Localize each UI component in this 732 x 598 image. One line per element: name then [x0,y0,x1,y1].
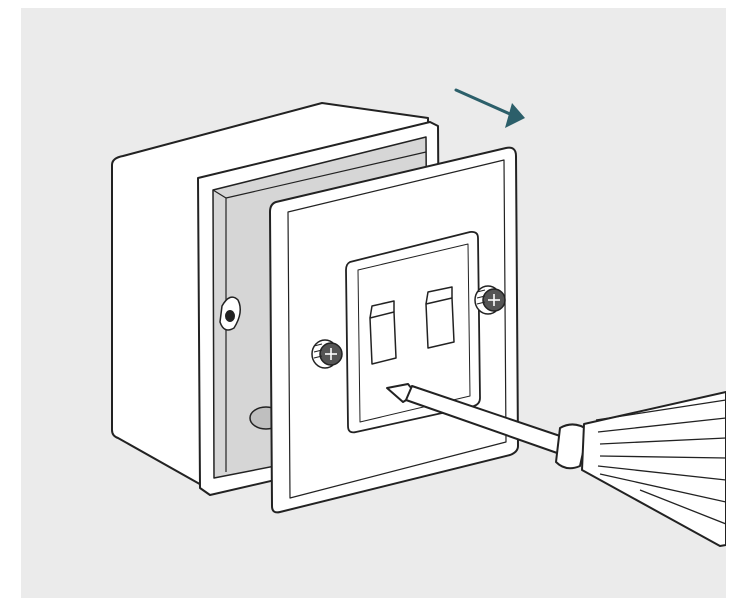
illustration-canvas [21,8,726,598]
